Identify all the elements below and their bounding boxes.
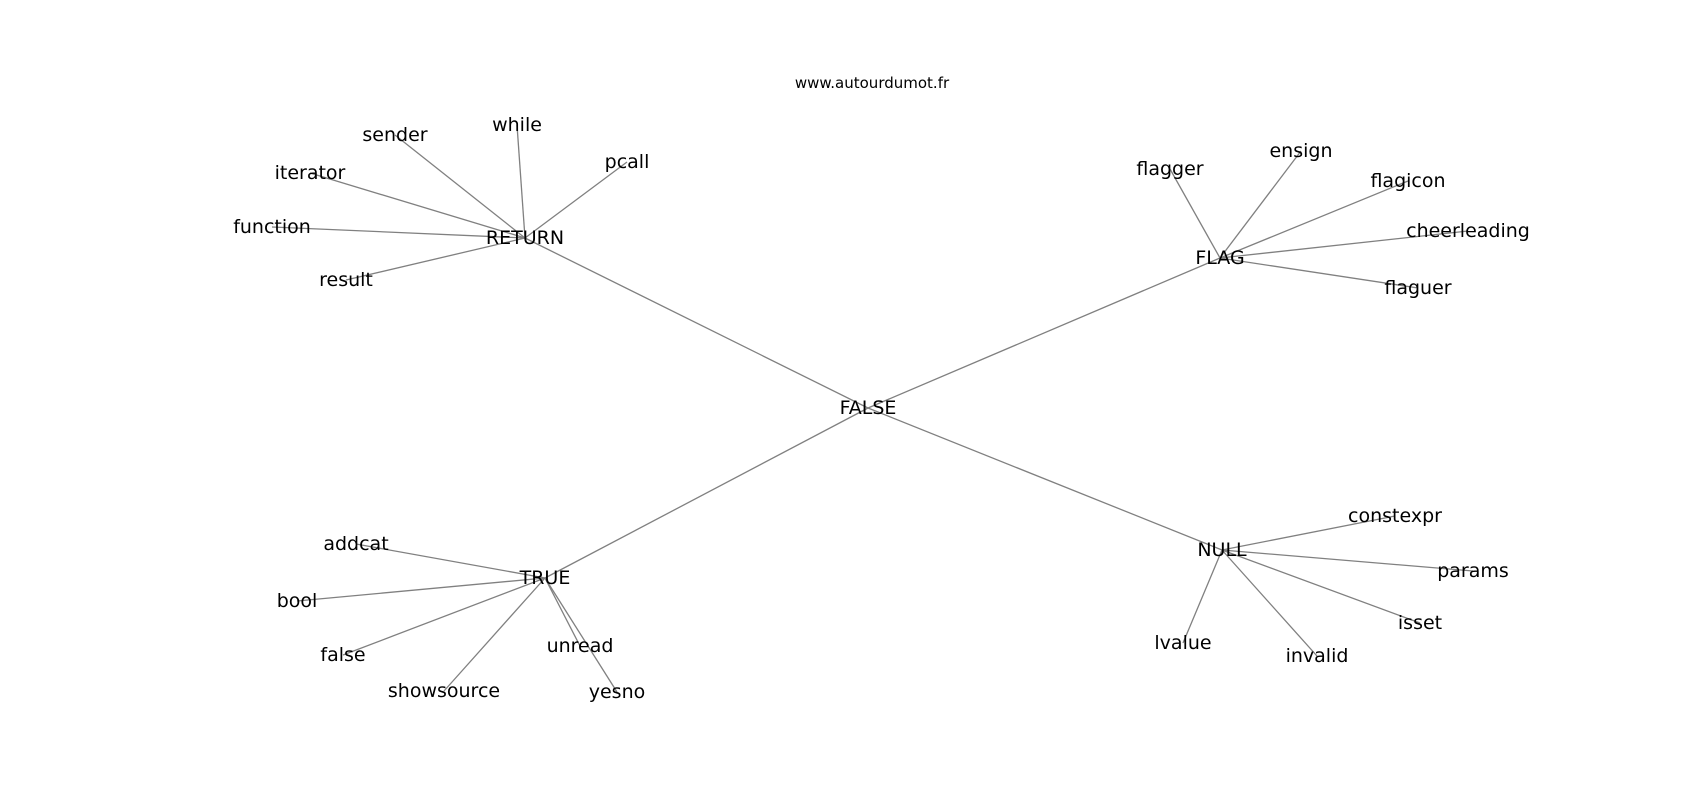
hub-node-null: NULL (1197, 539, 1247, 561)
hub-node-flag: FLAG (1195, 247, 1244, 269)
leaf-node-false: false (320, 644, 365, 666)
edge-true-to-addcat (355, 543, 546, 579)
edge-return-to-while (516, 124, 526, 239)
leaf-node-showsource: showsource (388, 680, 500, 702)
edge-null-to-isset (1221, 549, 1421, 624)
edge-true-to-false (342, 577, 546, 656)
leaf-node-lvalue: lvalue (1154, 632, 1211, 654)
edge-true-to-showsource (443, 577, 546, 692)
edge-flag-to-cheerleading (1219, 230, 1469, 259)
edge-flag-to-ensign (1219, 150, 1302, 259)
leaf-node-ensign: ensign (1269, 140, 1332, 162)
edge-return-to-function (271, 226, 526, 239)
leaf-node-isset: isset (1398, 612, 1442, 634)
leaf-node-yesno: yesno (589, 681, 646, 703)
edge-return-to-result (345, 237, 526, 281)
leaf-node-function: function (233, 216, 311, 238)
leaf-node-constexpr: constexpr (1348, 505, 1442, 527)
edge-return-to-sender (394, 134, 526, 239)
edge-true-to-yesno (544, 577, 618, 693)
edge-null-to-lvalue (1182, 549, 1223, 644)
edge-center-to-true (544, 407, 869, 579)
leaf-node-invalid: invalid (1286, 645, 1349, 667)
edge-center-to-return (524, 237, 869, 409)
leaf-node-while: while (492, 114, 542, 136)
edge-flag-to-flaguer (1219, 257, 1419, 289)
edge-true-to-unread (544, 577, 581, 647)
leaf-node-params: params (1437, 560, 1509, 582)
graph-labels: FALSE RETURN sender while pcall iterator funct… (233, 114, 1530, 703)
leaf-node-flagicon: flagicon (1370, 170, 1445, 192)
leaf-node-addcat: addcat (323, 533, 388, 555)
leaf-node-iterator: iterator (275, 162, 346, 184)
edge-return-to-iterator (309, 172, 526, 239)
center-node-false: FALSE (840, 397, 897, 419)
leaf-node-flagger: flagger (1136, 158, 1203, 180)
edge-null-to-constexpr (1221, 515, 1396, 551)
leaf-node-bool: bool (277, 590, 318, 612)
source-watermark: www.autourdumot.fr (795, 74, 950, 92)
edge-true-to-bool (296, 577, 546, 602)
leaf-node-cheerleading: cheerleading (1406, 220, 1530, 242)
edge-flag-to-flagicon (1219, 180, 1409, 259)
edge-flag-to-flagger (1169, 168, 1221, 259)
edge-center-to-null (867, 407, 1223, 551)
leaf-node-unread: unread (547, 635, 614, 657)
leaf-node-result: result (319, 269, 373, 291)
leaf-node-sender: sender (362, 124, 427, 146)
edge-null-to-invalid (1221, 549, 1318, 657)
hub-node-return: RETURN (486, 227, 564, 249)
hub-node-true: TRUE (519, 567, 571, 589)
edge-null-to-params (1221, 549, 1474, 572)
leaf-node-flaguer: flaguer (1384, 277, 1451, 299)
leaf-node-pcall: pcall (605, 151, 650, 173)
graph-edges (271, 124, 1474, 693)
edge-return-to-pcall (524, 161, 628, 239)
edge-center-to-flag (867, 257, 1221, 409)
